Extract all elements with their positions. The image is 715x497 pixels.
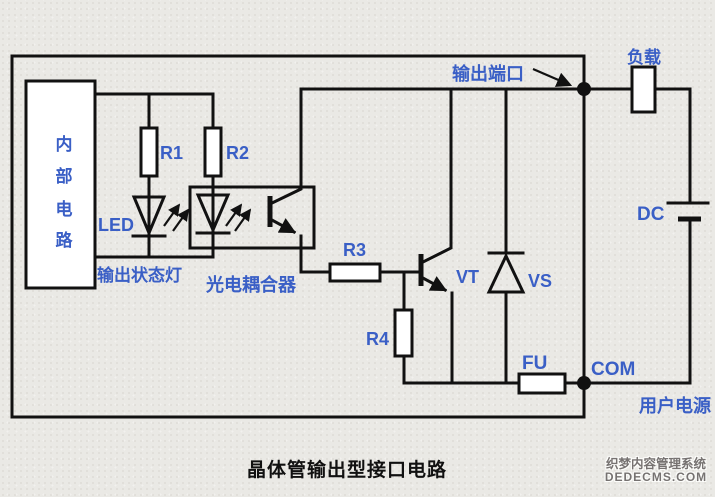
labels-layer: 内 部 电 路 LED R1 R2 输出状态灯 光电耦合器 R3 R4 VT V…	[56, 47, 712, 416]
label-com: COM	[591, 359, 635, 380]
fuse-fu	[517, 372, 567, 395]
watermark: 织梦内容管理系统 DEDECMS.COM	[602, 457, 710, 485]
opto-light-arrow-icon	[225, 203, 243, 227]
label-vs: VS	[528, 271, 552, 291]
figure-title: 晶体管输出型接口电路	[247, 460, 448, 481]
label-r3: R3	[343, 240, 366, 260]
module-frame	[10, 54, 586, 419]
opto-led-triangle	[195, 193, 231, 234]
output-port-junction-dot	[577, 82, 591, 96]
battery-dc	[666, 201, 710, 222]
label-r1: R1	[160, 143, 183, 163]
opto-phototransistor	[267, 87, 332, 274]
label-led: LED	[98, 215, 134, 235]
photo-emitter-wire	[299, 234, 332, 274]
photo-emitter-arrow	[267, 216, 297, 235]
optocoupler-box	[188, 185, 316, 250]
label-user-power: 用户电源	[639, 395, 711, 416]
load-resistor	[630, 65, 657, 114]
label-optocoupler: 光电耦合器	[205, 274, 297, 295]
label-r2: R2	[226, 143, 249, 163]
label-load: 负载	[627, 47, 661, 67]
resistor-r2	[203, 126, 223, 178]
label-fu: FU	[522, 353, 547, 374]
label-r4: R4	[366, 329, 389, 349]
photo-collector-wire	[267, 87, 303, 207]
wire-supply-right-bottom	[582, 217, 692, 385]
label-internal-circuit-char2: 部	[56, 166, 73, 186]
output-port-pointer-arrow-icon	[532, 67, 573, 87]
led-emission-arrow-icon	[163, 203, 181, 227]
label-internal-circuit-char3: 电	[56, 199, 73, 219]
label-vt: VT	[456, 267, 479, 287]
label-internal-circuit-char1: 内	[56, 134, 73, 154]
label-status-light: 输出状态灯	[97, 265, 182, 285]
vt-emitter-arrow	[418, 274, 448, 293]
vt-collector-wire	[418, 87, 453, 266]
resistor-r3	[328, 262, 382, 283]
resistor-r4	[393, 308, 414, 358]
label-dc: DC	[637, 204, 665, 225]
led-emission-arrow-icon	[172, 208, 190, 232]
led-indicator	[131, 195, 190, 238]
transistor-vt	[418, 87, 454, 385]
internal-circuit-box	[24, 79, 97, 290]
opto-led	[195, 193, 252, 235]
opto-light-arrow-icon	[234, 208, 252, 232]
diode-vs	[486, 87, 526, 385]
vs-triangle	[486, 252, 526, 294]
label-internal-circuit-char4: 路	[56, 230, 74, 250]
label-output-port: 输出端口	[452, 63, 524, 84]
com-junction-dot	[577, 376, 591, 390]
resistor-r1	[139, 126, 159, 178]
led-indicator-triangle	[131, 195, 167, 237]
watermark-line1: 织梦内容管理系统	[605, 457, 706, 471]
watermark-line2: DEDECMS.COM	[604, 470, 708, 485]
